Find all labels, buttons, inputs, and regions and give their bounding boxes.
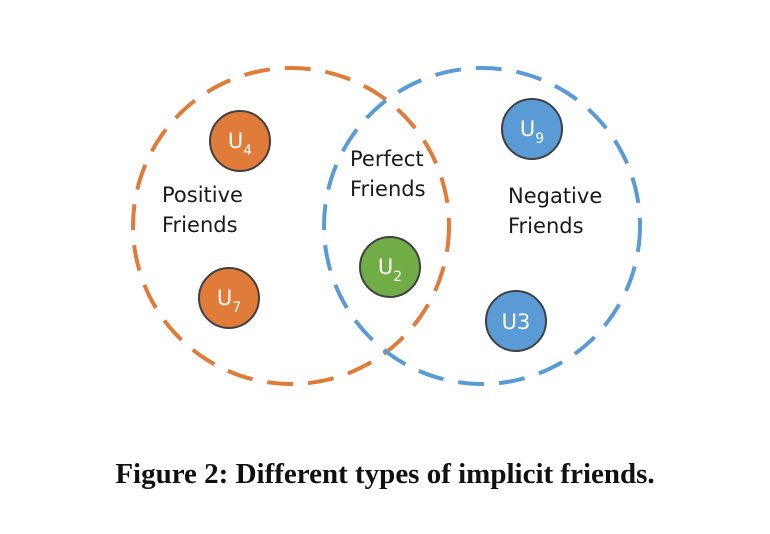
user-label-u9: U xyxy=(520,117,535,141)
user-label-u4: U xyxy=(228,129,243,153)
svg-text:U9: U9 xyxy=(520,117,544,147)
svg-text:U3: U3 xyxy=(502,310,531,334)
negative-friends-label-line2: Friends xyxy=(508,214,584,238)
positive-friends-label: Positive Friends xyxy=(162,180,243,240)
user-node-u7: U7 xyxy=(198,267,260,329)
user-node-u4: U4 xyxy=(209,110,271,172)
perfect-friends-label-line1: Perfect xyxy=(350,147,424,171)
user-label-u7: U xyxy=(217,286,232,310)
user-node-u2: U2 xyxy=(359,236,421,298)
svg-text:U7: U7 xyxy=(217,286,241,316)
positive-friends-label-line1: Positive xyxy=(162,183,243,207)
perfect-friends-label-line2: Friends xyxy=(350,177,426,201)
user-label-u3: U3 xyxy=(502,310,531,334)
perfect-friends-label: Perfect Friends xyxy=(350,144,426,204)
user-label-u2: U xyxy=(378,255,393,279)
venn-diagram: U4 U7 U2 U9 U3 xyxy=(131,66,642,386)
user-node-u3: U3 xyxy=(485,290,547,352)
svg-text:U2: U2 xyxy=(378,255,402,285)
user-node-u9: U9 xyxy=(501,98,563,160)
negative-friends-label-line1: Negative xyxy=(508,184,603,208)
positive-friends-label-line2: Friends xyxy=(162,213,238,237)
svg-text:U4: U4 xyxy=(228,129,252,159)
negative-friends-label: Negative Friends xyxy=(508,181,602,241)
figure-caption: Figure 2: Different types of implicit fr… xyxy=(115,458,655,490)
negative-friends-set xyxy=(322,66,642,386)
positive-friends-set xyxy=(131,66,451,386)
